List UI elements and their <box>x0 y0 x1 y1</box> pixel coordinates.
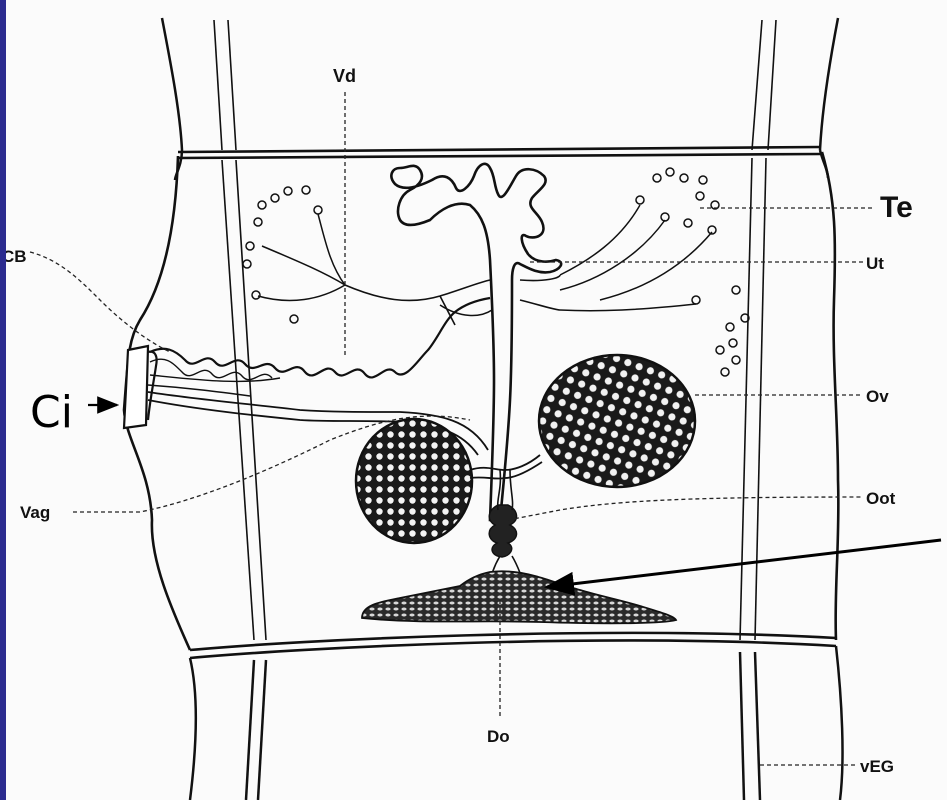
ovary-left <box>356 419 472 543</box>
label-veg: vEG <box>860 757 894 776</box>
proglottid-diagram: Vd Te CB Ut Ci Ov Vag Oot Do vEG <box>6 0 947 800</box>
vitelline-gland <box>362 571 676 623</box>
ootype <box>489 505 516 557</box>
label-leaders <box>30 92 875 765</box>
vas-efferens-network <box>345 275 560 325</box>
pointer-arrow <box>547 540 941 587</box>
label-ut: Ut <box>866 254 884 273</box>
label-ov: Ov <box>866 387 889 406</box>
label-te: Te <box>880 191 913 224</box>
label-cb: CB <box>6 247 27 266</box>
diagram-frame: Vd Te CB Ut Ci Ov Vag Oot Do vEG <box>6 0 947 800</box>
label-vd: Vd <box>333 66 356 86</box>
label-ci: Ci <box>30 387 73 438</box>
testes-left <box>243 186 345 323</box>
label-vag: Vag <box>20 503 50 522</box>
label-oot: Oot <box>866 489 896 508</box>
ovary-right <box>539 355 695 487</box>
cirrus-pouch <box>124 346 157 428</box>
testes-right <box>560 168 749 376</box>
lower-segment-outline <box>190 646 843 800</box>
lateral-canals-upper <box>214 20 776 150</box>
vas-deferens <box>150 298 490 377</box>
label-do: Do <box>487 727 510 746</box>
